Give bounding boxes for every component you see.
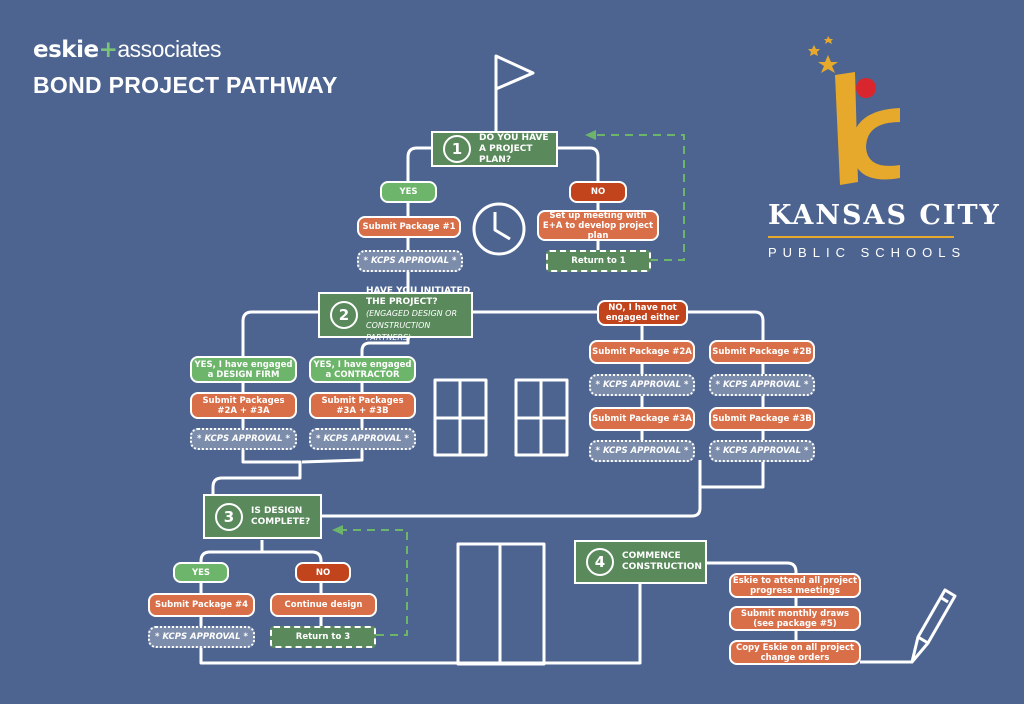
return-arrow-3 bbox=[340, 529, 408, 636]
step-2-contractor-action: Submit Packages #3A + #3B bbox=[309, 392, 416, 419]
step-2-package-2a: Submit Package #2A bbox=[589, 340, 695, 364]
connector-2-left bbox=[211, 310, 320, 495]
return-arrow-1 bbox=[594, 134, 685, 261]
step-3-return: Return to 3 bbox=[270, 626, 376, 648]
step-4-action: Submit monthly draws (see package #5) bbox=[729, 606, 861, 631]
step-2-approval-3a: * KCPS APPROVAL * bbox=[589, 440, 695, 462]
step-question: COMMENCE CONSTRUCTION bbox=[622, 551, 702, 572]
step-3-yes-action: Submit Package #4 bbox=[148, 593, 255, 617]
step-question: DO YOU HAVE A PROJECT PLAN? bbox=[479, 132, 549, 165]
step-number: 3 bbox=[215, 502, 243, 531]
connector-to-3 bbox=[321, 487, 702, 518]
kcps-subtitle: PUBLIC SCHOOLS bbox=[768, 245, 967, 260]
step-2-package-2b: Submit Package #2B bbox=[709, 340, 815, 364]
step-1-no: NO bbox=[569, 181, 627, 203]
step-3-yes: YES bbox=[173, 562, 229, 583]
step-4-node: 4 COMMENCE CONSTRUCTION bbox=[574, 540, 707, 584]
step-question-note: (ENGAGED DESIGN OR CONSTRUCTION PARTNERS… bbox=[366, 309, 458, 342]
connector-1-no bbox=[557, 146, 600, 255]
step-number: 4 bbox=[586, 548, 614, 576]
step-2-contractor: YES, I have engaged a CONTRACTOR bbox=[309, 356, 416, 383]
kcps-name: KANSAS CITY bbox=[768, 200, 1001, 231]
step-3-node: 3 IS DESIGN COMPLETE? bbox=[203, 494, 322, 539]
brand-logo: eskie+associates bbox=[33, 36, 222, 63]
step-1-yes: YES bbox=[380, 181, 437, 203]
step-2-contractor-approval: * KCPS APPROVAL * bbox=[309, 428, 416, 450]
step-4-action: Copy Eskie on all project change orders bbox=[729, 640, 861, 665]
step-1-node: 1 DO YOU HAVE A PROJECT PLAN? bbox=[431, 131, 558, 167]
pencil-icon bbox=[910, 588, 957, 664]
step-question-text: HAVE YOU INITIATED THE PROJECT? bbox=[366, 286, 471, 307]
step-1-return: Return to 1 bbox=[546, 250, 651, 272]
step-2-approval-2b: * KCPS APPROVAL * bbox=[709, 374, 815, 396]
connector-1-yes bbox=[406, 146, 432, 300]
step-2-package-3b: Submit Package #3B bbox=[709, 407, 815, 431]
kcps-divider bbox=[768, 236, 954, 238]
step-1-yes-approval: * KCPS APPROVAL * bbox=[357, 250, 463, 272]
step-3-no-action: Continue design bbox=[270, 593, 377, 617]
step-1-no-action: Set up meeting with E+A to develop proje… bbox=[537, 210, 659, 241]
step-question: HAVE YOU INITIATED THE PROJECT? (ENGAGED… bbox=[366, 286, 471, 344]
step-4-action: Eskie to attend all project progress mee… bbox=[729, 573, 861, 598]
step-number: 1 bbox=[443, 135, 471, 163]
flag-icon bbox=[494, 54, 535, 131]
step-1-yes-action: Submit Package #1 bbox=[357, 216, 461, 238]
brand-name: eskie bbox=[33, 37, 99, 63]
page-title: BOND PROJECT PATHWAY bbox=[33, 72, 338, 98]
step-2-approval-3b: * KCPS APPROVAL * bbox=[709, 440, 815, 462]
brand-plus: + bbox=[98, 37, 118, 63]
brand-suffix: associates bbox=[117, 36, 222, 62]
kcps-logo-icon bbox=[808, 36, 900, 185]
connector-2-right bbox=[472, 310, 765, 489]
step-2-design-firm: YES, I have engaged a DESIGN FIRM bbox=[190, 356, 297, 383]
connector-4 bbox=[706, 561, 798, 650]
step-2-neither: NO, I have not engaged either bbox=[597, 300, 688, 326]
step-3-no: NO bbox=[295, 562, 351, 583]
step-2-approval-2a: * KCPS APPROVAL * bbox=[589, 374, 695, 396]
step-number: 2 bbox=[330, 301, 358, 329]
step-2-design-approval: * KCPS APPROVAL * bbox=[190, 428, 297, 450]
connector-2-contractor bbox=[301, 330, 410, 464]
step-question: IS DESIGN COMPLETE? bbox=[251, 505, 311, 527]
step-2-package-3a: Submit Package #3A bbox=[589, 407, 695, 431]
step-3-yes-approval: * KCPS APPROVAL * bbox=[148, 626, 255, 648]
step-2-node: 2 HAVE YOU INITIATED THE PROJECT? (ENGAG… bbox=[318, 286, 473, 342]
step-2-design-action: Submit Packages #2A + #3A bbox=[190, 392, 297, 419]
clock-icon bbox=[472, 202, 526, 256]
